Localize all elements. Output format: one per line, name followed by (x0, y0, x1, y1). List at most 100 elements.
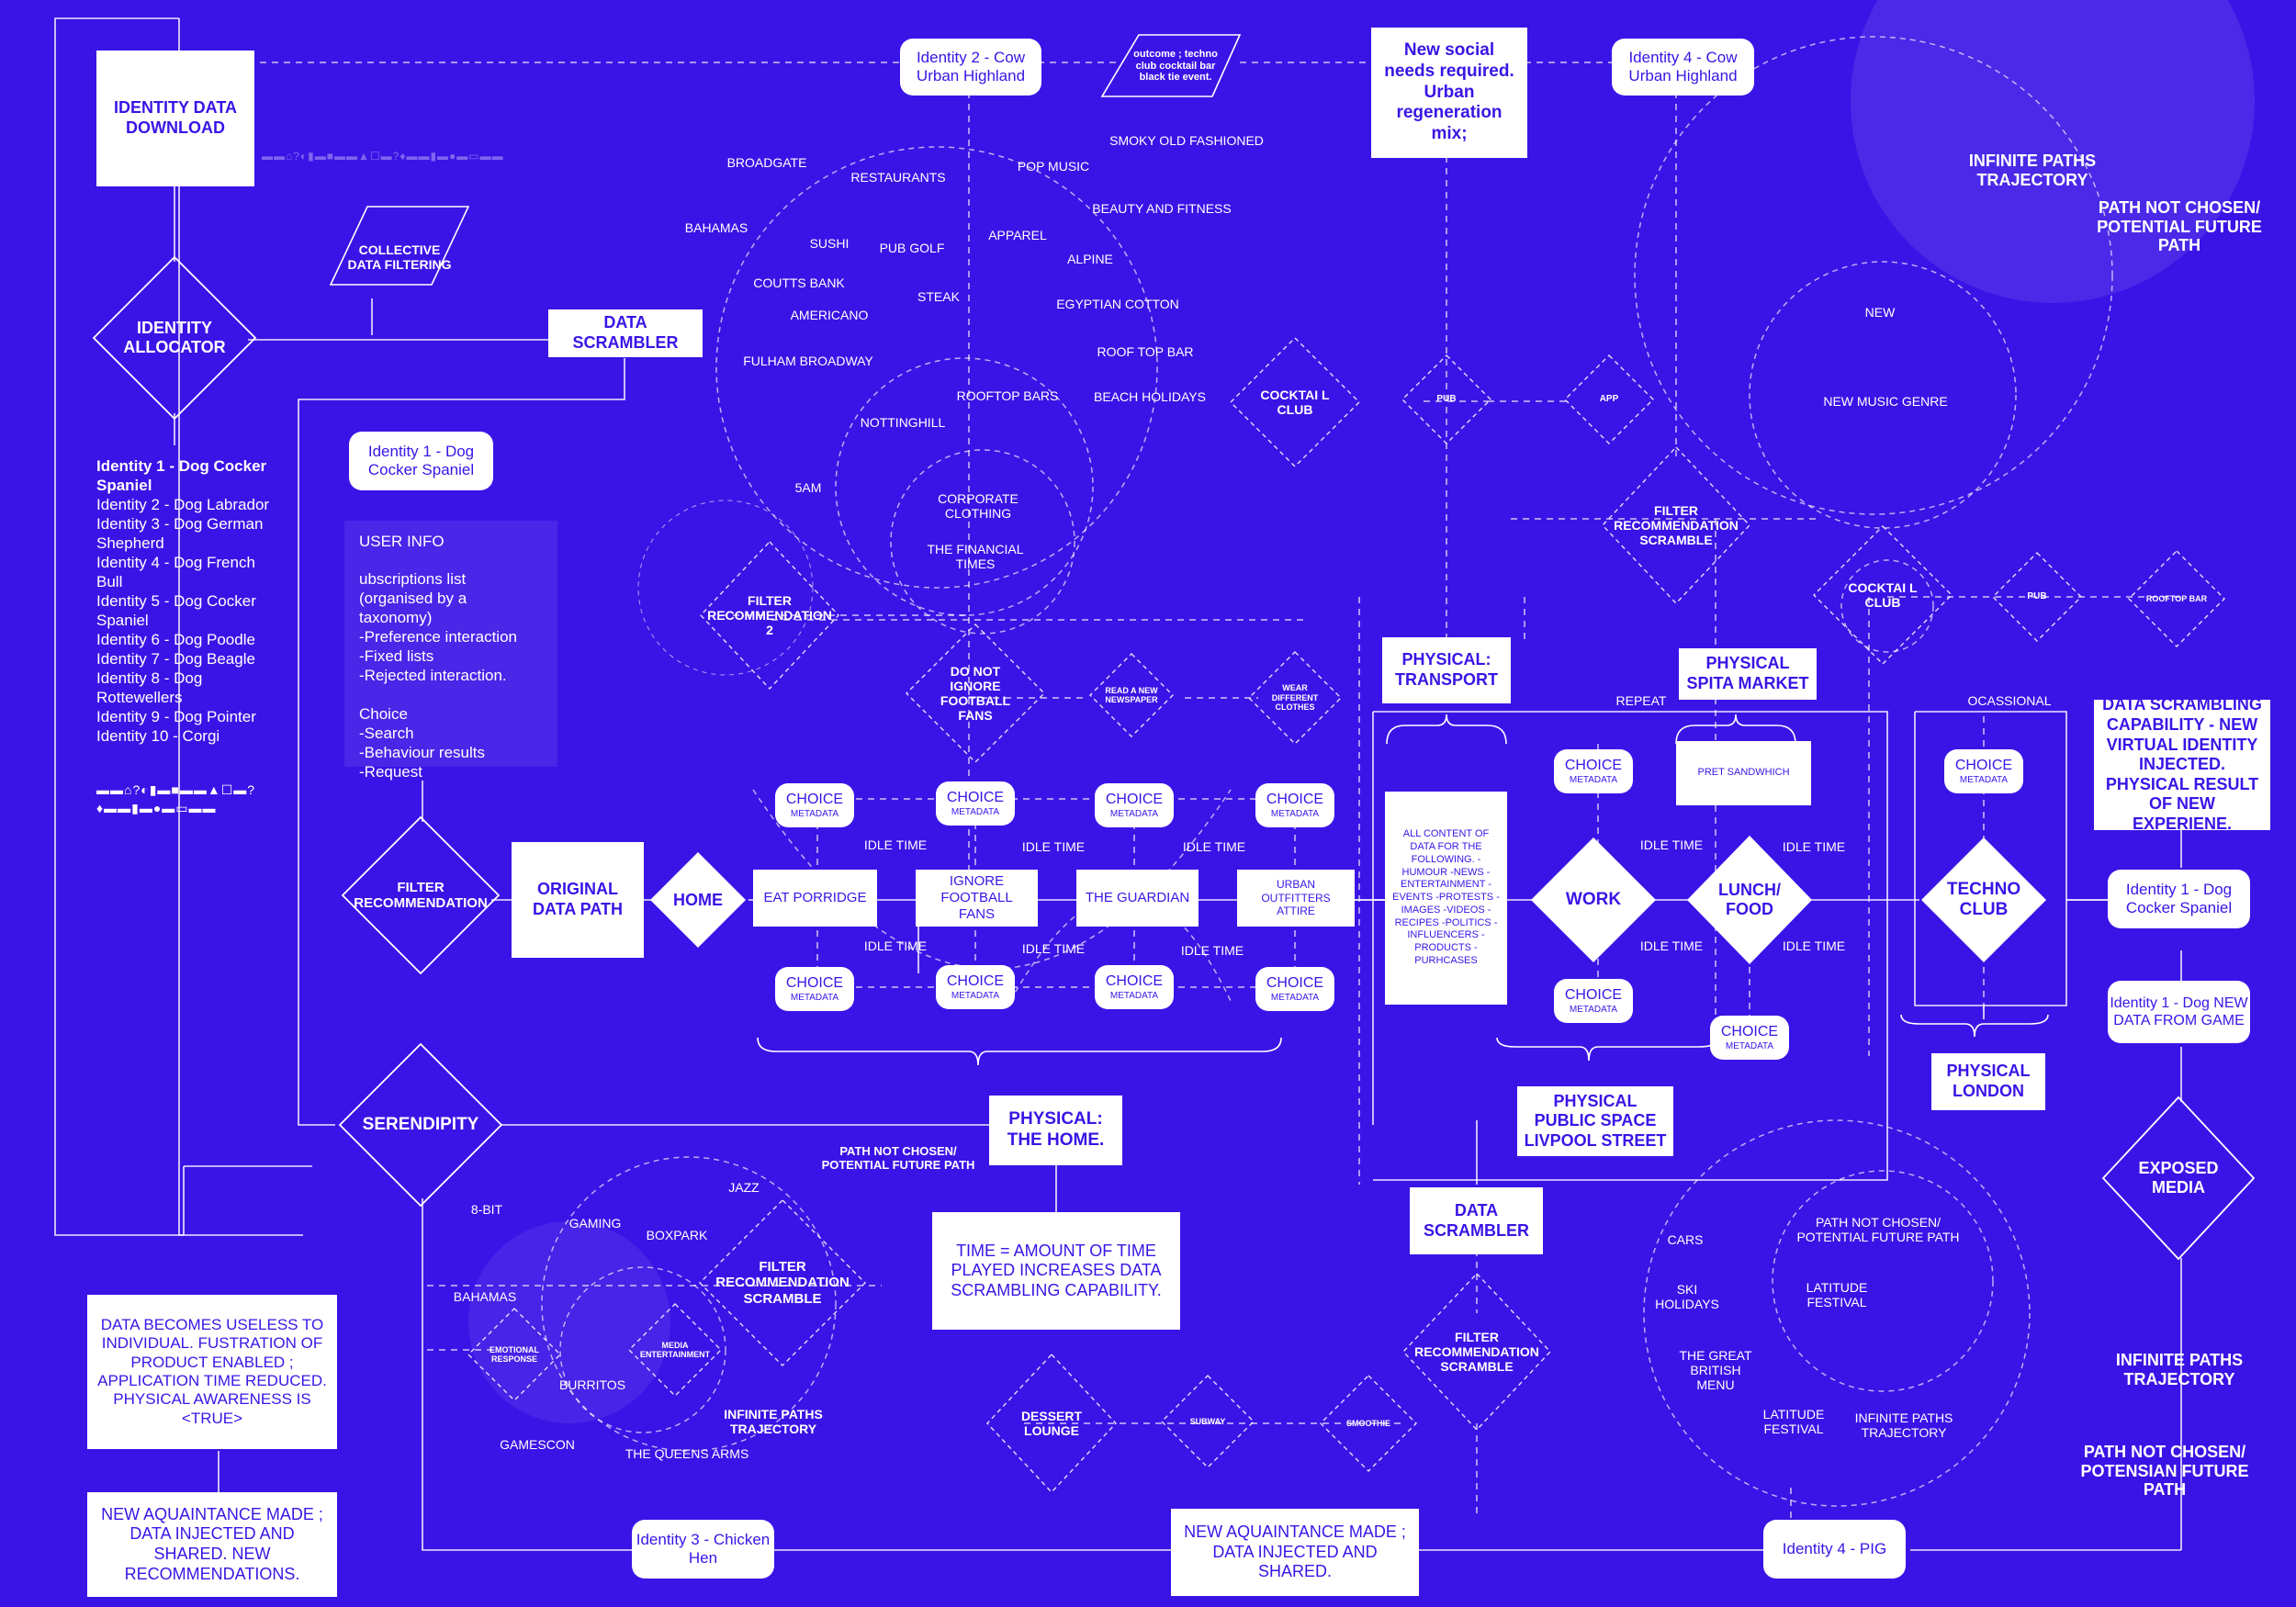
diamond-app-shape (1564, 354, 1654, 444)
label-nottinghill: NOTTINGHILL (860, 414, 946, 430)
label-idle-time: IDLE TIME (863, 837, 928, 852)
label-idle-time: IDLE TIME (1180, 942, 1244, 958)
urban-outfitters-box[interactable]: URBAN OUTFITTERS ATTIRE (1237, 870, 1355, 927)
diamond-pub-label[interactable]: PUB (1436, 394, 1457, 405)
glow-disc-top-right (1851, 0, 2255, 303)
identity-list-item: Identity 10 - Corgi (96, 727, 220, 745)
diamond-smoothie-label[interactable]: SMOOTHIE (1345, 1418, 1390, 1428)
choice-label: CHOICE (946, 790, 1005, 806)
diamond-emotional-response-label[interactable]: EMOTIONAL RESPONSE (490, 1344, 539, 1364)
identity4-pig-label: Identity 4 - PIG (1782, 1539, 1887, 1557)
physical-spita-box: PHYSICAL SPITA MARKET (1679, 648, 1817, 700)
label-new-music-genre: NEW MUSIC GENRE (1823, 393, 1948, 409)
diamond-pub-right-label[interactable]: PUB (2027, 591, 2047, 602)
label-roof-top-bar: ROOF TOP BAR (1097, 343, 1194, 359)
the-guardian-box[interactable]: THE GUARDIAN (1076, 870, 1199, 927)
label-broadgate: BROADGATE (726, 154, 807, 170)
data-glyph-block-left: ▬▬⌂?◐▮▬■▬▬▲☐▬?♦▬▬▮▬●▬▭▬▬ (96, 782, 256, 815)
diamond-filter_rec_scramble_left-shape (699, 1199, 866, 1366)
metadata-label: METADATA (1569, 1004, 1618, 1015)
pret-sandwich-box[interactable]: PRET SANDWHICH (1676, 741, 1811, 805)
diamond-subway-label[interactable]: SUBWAY (1189, 1416, 1226, 1426)
user-info-panel: USER INFO ubscriptions list(organised by… (344, 521, 557, 781)
data-scrambling-capability-box: DATA SCRAMBLING CAPABILITY - NEW VIRTUAL… (2094, 695, 2270, 833)
choice-label: CHOICE (1564, 987, 1623, 1004)
identity4-pig-pill: Identity 4 - PIG (1763, 1520, 1906, 1579)
choice-label: CHOICE (785, 792, 844, 808)
diamond-app-label[interactable]: APP (1599, 394, 1619, 405)
path-circle-top-small (1840, 559, 1934, 653)
choice-label: CHOICE (1105, 973, 1164, 990)
diamond-media-entertainment-label[interactable]: MEDIA ENTERTAINMENT (639, 1340, 711, 1359)
new-social-needs-box: New social needs required. Urban regener… (1371, 28, 1527, 158)
diamond-exposed-media-label[interactable]: EXPOSED MEDIA (2138, 1159, 2219, 1197)
ignore-football-box[interactable]: IGNORE FOOTBALL FANS (916, 870, 1038, 927)
diamond-rooftop-bar-label[interactable]: ROOFTOP BAR (2145, 593, 2208, 603)
diamond-lunch-food-label[interactable]: LUNCH/ FOOD (1717, 881, 1781, 918)
data-glyph-block-top: ▬▬⌂?◐▮▬■▬▬▲☐▬?♦▬▬▮▬●▬▭▬▬ (262, 150, 504, 163)
diamond-do-not-ignore-label[interactable]: DO NOT IGNORE FOOTBALL FANS (940, 663, 1011, 724)
user-info-line: -Preference interaction (359, 628, 517, 646)
label-pop-music: POP MUSIC (1017, 158, 1090, 174)
diamond-filter_rec_scramble_top-shape (1602, 445, 1750, 605)
filter2-circle (637, 500, 814, 676)
choice-label: CHOICE (1564, 758, 1623, 774)
identity-list-item: Identity 1 - Dog Cocker Spaniel (96, 457, 267, 494)
diamond-serendipity-shape (338, 1042, 503, 1208)
diamond-serendipity-label[interactable]: SERENDIPITY (362, 1115, 479, 1135)
diamond-filter-rec-scramble-left-label[interactable]: FILTER RECOMMENDATION SCRAMBLE (715, 1259, 850, 1307)
label-bahamas-top: BAHAMAS (684, 219, 748, 235)
diamond-filter-rec-scramble-bottom-label[interactable]: FILTER RECOMMENDATION SCRAMBLE (1414, 1329, 1539, 1375)
metadata-label: METADATA (1109, 808, 1159, 819)
diamond-cocktail-club-label[interactable]: COCKTAI L CLUB (1260, 387, 1330, 417)
metadata-label: METADATA (790, 992, 839, 1003)
diamond-filter-rec-scramble-top-label[interactable]: FILTER RECOMMENDATION SCRAMBLE (1614, 502, 1739, 548)
diamond-dessert-lounge-label[interactable]: DESSERT LOUNGE (1020, 1408, 1083, 1438)
choice-label: CHOICE (1954, 758, 2013, 774)
diamond-home-label[interactable]: HOME (672, 890, 723, 909)
user-info-line: Choice (359, 705, 408, 723)
time-amount-box: TIME = AMOUNT OF TIME PLAYED INCREASES D… (932, 1212, 1180, 1330)
label-alpine: ALPINE (1067, 251, 1113, 266)
outcome-shape (1100, 34, 1242, 97)
diamond-cocktail-club-right-label[interactable]: COCKTAI L CLUB (1848, 579, 1918, 610)
identity-list-item: Identity 7 - Dog Beagle (96, 650, 255, 668)
label-latitude-2: LATITUDE FESTIVAL (1762, 1406, 1825, 1436)
diamond-filter-rec-2-label[interactable]: FILTER RECOMMENDATION 2 (707, 592, 832, 638)
identity-list-item: Identity 8 - Dog Rottewellers (96, 669, 203, 706)
new-aquaintance-left-box: NEW AQUAINTANCE MADE ; DATA INJECTED AND… (87, 1492, 337, 1597)
diamond-wear-different-label[interactable]: WEAR DIFFERENT CLOTHES (1271, 683, 1319, 713)
diamond-work-label[interactable]: WORK (1565, 890, 1622, 910)
diamond-filter-rec-label[interactable]: FILTER RECOMMENDATION (354, 879, 488, 911)
metadata-label: METADATA (1569, 774, 1618, 785)
diamond-techno-club-label[interactable]: TECHNO CLUB (1946, 880, 2021, 919)
label-new: NEW (1864, 304, 1896, 320)
label-infinite-top: INFINITE PATHS TRAJECTORY (1968, 152, 2097, 189)
label-fulham-broadway: FULHAM BROADWAY (743, 353, 873, 368)
outcome-label: outcome ; techno club cocktail bar black… (1133, 49, 1218, 84)
label-great-british-menu: THE GREAT BRITISH MENU (1679, 1347, 1752, 1393)
label-infinite-mid: INFINITE PATHS TRAJECTORY (724, 1406, 823, 1436)
diamond-identity-allocator-label[interactable]: IDENTITY ALLOCATOR (123, 319, 226, 356)
label-idle-time: IDLE TIME (1639, 938, 1704, 953)
label-queens-arms: THE QUEENS ARMS (625, 1445, 749, 1461)
user-info-line (359, 685, 543, 704)
eat-porridge-box[interactable]: EAT PORRIDGE (753, 870, 877, 927)
identity1-new-data-label: Identity 1 - Dog NEW DATA FROM GAME (2110, 995, 2248, 1028)
diamond-read-newspaper-label[interactable]: READ A NEW NEWSPAPER (1105, 685, 1158, 704)
path-circle-bottom-large (1643, 1119, 2031, 1507)
identity1-dog-right-label: Identity 1 - Dog Cocker Spaniel (2125, 880, 2233, 916)
